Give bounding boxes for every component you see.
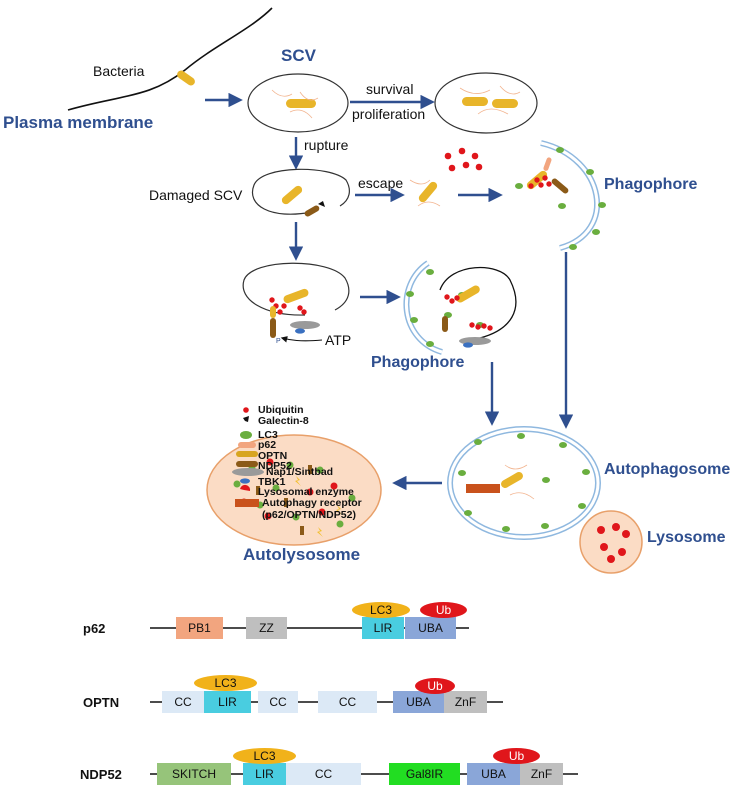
scv-label: SCV [281,46,316,65]
ub-tag: Ub [493,748,540,764]
plasma-membrane-line [67,7,273,111]
legend-item-autophagy-receptor: Autophagy receptor [262,497,362,509]
protein-name-ndp52: NDP52 [80,767,122,782]
phagophore-top-label: Phagophore [604,176,698,193]
ubiquitinated-scv [242,262,350,316]
svg-text:P: P [276,338,281,345]
scv-vacuole [247,73,349,133]
legend-item-optn: OPTN [258,450,288,462]
ub-tag: Ub [420,602,467,618]
domain-uba: UBA [467,763,520,785]
damaged-scv-membrane [251,168,350,215]
domain-cc: CC [162,691,204,713]
protein-name-p62: p62 [83,621,106,636]
scv-bacterium [286,99,316,108]
domain-skitch: SKITCH [157,763,231,785]
escaped-bacterium [418,181,438,203]
atp-label: ATP [325,332,352,348]
domain-cc: CC [286,763,361,785]
legend-item-ndp52: NDP52 [258,460,292,472]
lysosome [579,510,643,574]
lc3-tag: LC3 [194,675,257,691]
domain-znf: ZnF [520,763,563,785]
legend-item-tbk1: TBK1 [258,476,286,488]
lc3-tag: LC3 [352,602,410,618]
domain-lir: LIR [362,617,404,639]
legend-item-galectin8: Galectin-8 [258,415,309,427]
lysosome-label: Lysosome [647,529,726,546]
bacterium-entering [177,70,195,86]
autophagosome-label: Autophagosome [604,461,731,478]
escape-label: escape [358,175,404,191]
proliferation-vacuole [434,72,538,134]
protein-name-optn: OPTN [83,695,120,710]
legend-item-nap1: Nap1/Sintbad [266,466,334,478]
domain-cc: CC [258,691,298,713]
survival-label: survival [366,81,414,97]
free-ubiquitin [444,147,483,172]
domain-cc: CC [318,691,377,713]
domain-lir: LIR [204,691,251,713]
legend-item-receptor-list: (p62/OPTN/NDP52) [262,509,356,521]
bacteria-label: Bacteria [93,63,145,79]
domain-uba: UBA [393,691,444,713]
legend-icons [232,407,264,507]
domain-pb1: PB1 [176,617,223,639]
lc3-tag: LC3 [233,748,296,764]
damaged-scv-label: Damaged SCV [149,187,243,203]
domain-lir: LIR [243,763,286,785]
autolysosome-label: Autolysosome [243,545,361,564]
phagophore-mid-label: Phagophore [371,354,465,371]
ub-tag: Ub [415,678,455,694]
domain-gal8ir: Gal8IR [389,763,460,785]
phagophore-mid-membrane [403,260,443,355]
legend-item-lysosomal-enzyme: Lysosomal enzyme [258,486,354,498]
legend-item-ubiquitin: Ubiquitin [258,404,304,416]
domain-znf: ZnF [444,691,487,713]
domain-uba: UBA [405,617,456,639]
atp-arrow [280,336,323,343]
rupture-label: rupture [304,137,349,153]
proliferation-label: proliferation [352,106,426,122]
domain-zz: ZZ [246,617,287,639]
legend-item-lc3: LC3 [258,429,278,441]
plasma-membrane-label: Plasma membrane [3,113,154,132]
legend-item-p62: p62 [258,439,277,451]
